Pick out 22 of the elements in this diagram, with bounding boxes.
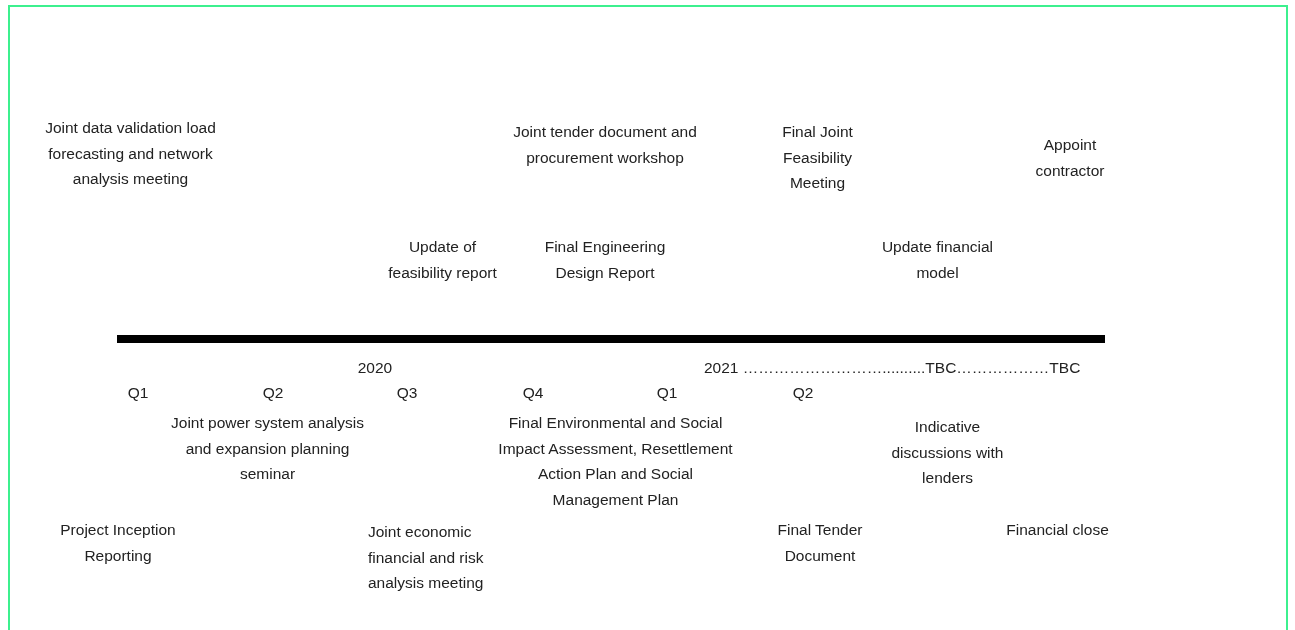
quarter-label: Q1 (655, 383, 679, 403)
year-label: 2020 (356, 358, 394, 378)
milestone-label: Joint data validation load forecasting and network analysis meeting (44, 118, 217, 189)
year-label: 2021 ………………………..........TBC………………TBC (704, 358, 1082, 378)
milestone-label: Joint power system analysis and expansion planning seminar (170, 413, 365, 484)
milestone-label: Project Inception Reporting (59, 520, 177, 566)
quarter-label: Q3 (395, 383, 419, 403)
milestone-label: Joint economic financial and risk analysis meeting (368, 522, 485, 593)
milestone-label: Final Environmental and Social Impact Assessment, Resettlement Action Plan and Social Management Plan (498, 413, 733, 510)
quarter-label: Q1 (126, 383, 150, 403)
milestone-label: Joint tender document and procurement workshop (512, 122, 698, 168)
milestone-label: Update financial model (880, 237, 995, 283)
milestone-label: Financial close (1005, 520, 1110, 540)
quarter-label: Q2 (791, 383, 815, 403)
milestone-label: Final Joint Feasibility Meeting (781, 122, 854, 193)
milestone-label: Indicative discussions with lenders (890, 417, 1005, 488)
milestone-label: Final Engineering Design Report (543, 237, 667, 283)
milestone-label: Update of feasibility report (387, 237, 498, 283)
quarter-label: Q2 (261, 383, 285, 403)
milestone-label: Final Tender Document (776, 520, 864, 566)
quarter-label: Q4 (521, 383, 545, 403)
milestone-label: Appoint contractor (1034, 135, 1106, 181)
